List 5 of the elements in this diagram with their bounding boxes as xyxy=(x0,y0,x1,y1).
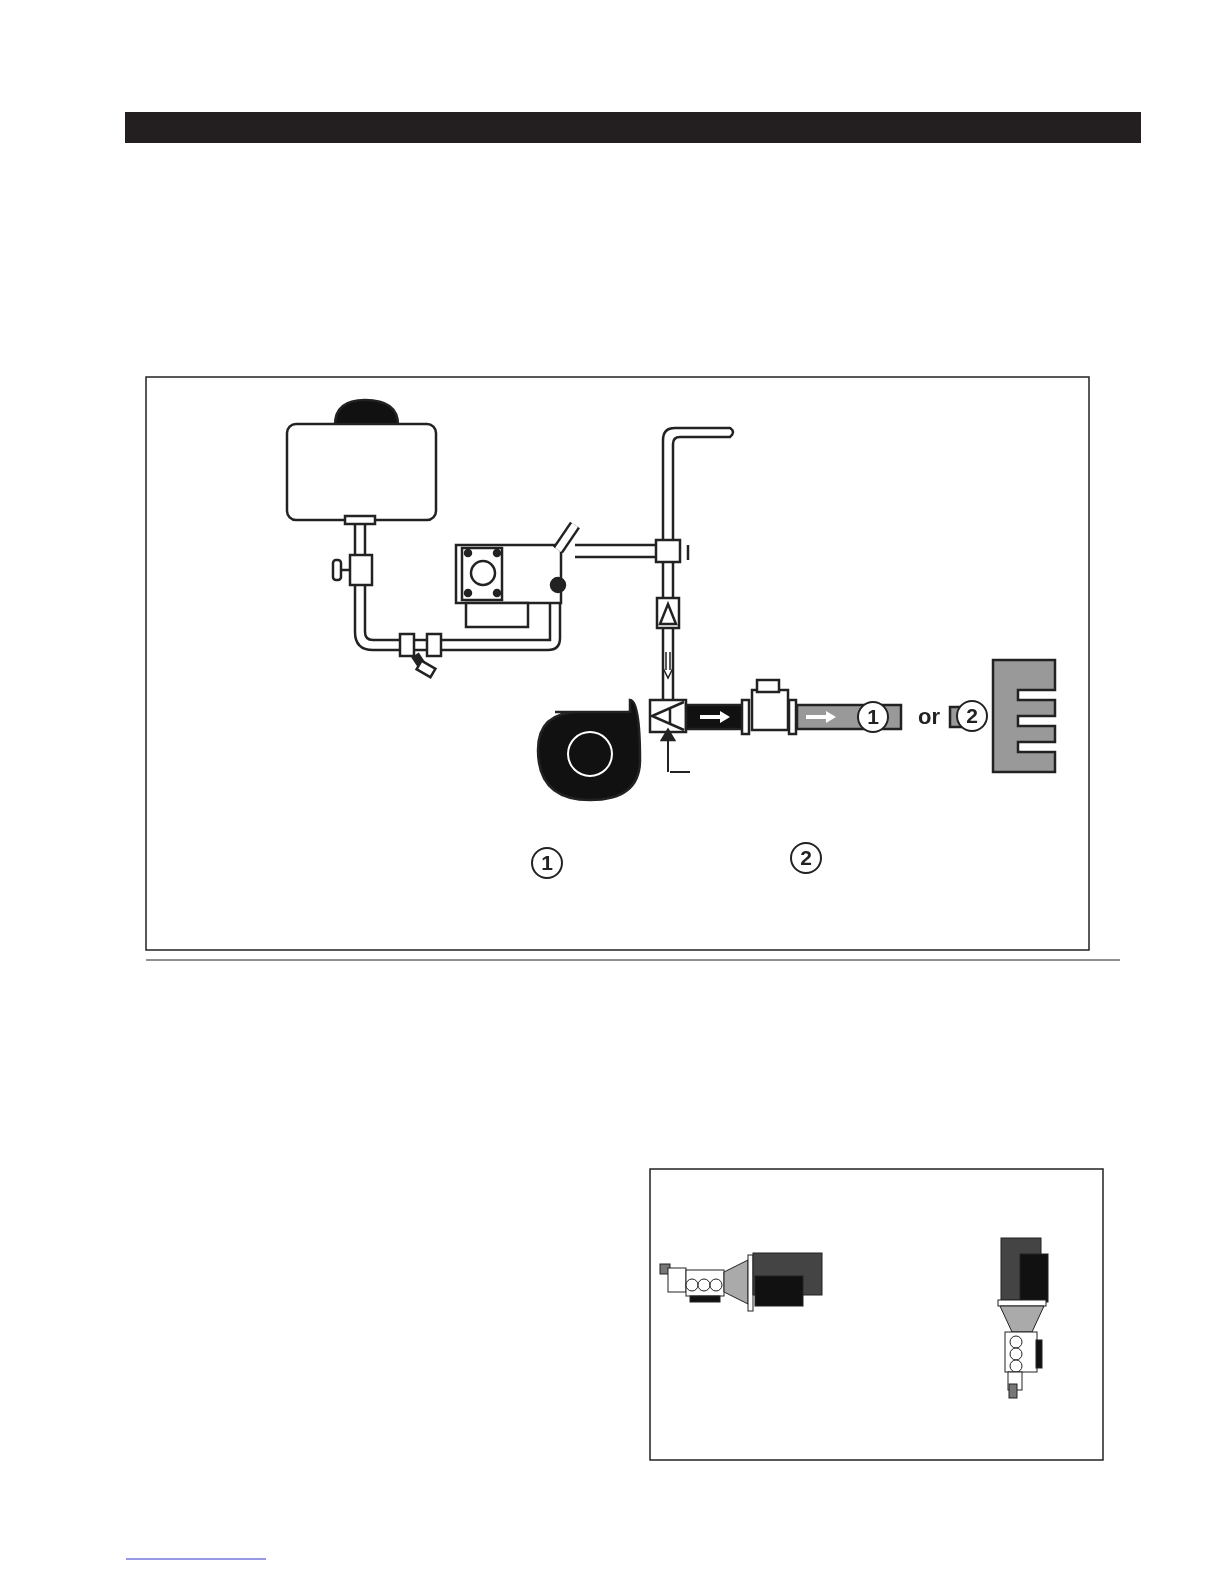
callout-number: 2 xyxy=(956,700,988,732)
callout-number: 1 xyxy=(857,701,889,733)
callout-number: 2 xyxy=(790,842,822,874)
callout-number: 1 xyxy=(531,847,563,879)
label-text: or xyxy=(918,706,940,728)
